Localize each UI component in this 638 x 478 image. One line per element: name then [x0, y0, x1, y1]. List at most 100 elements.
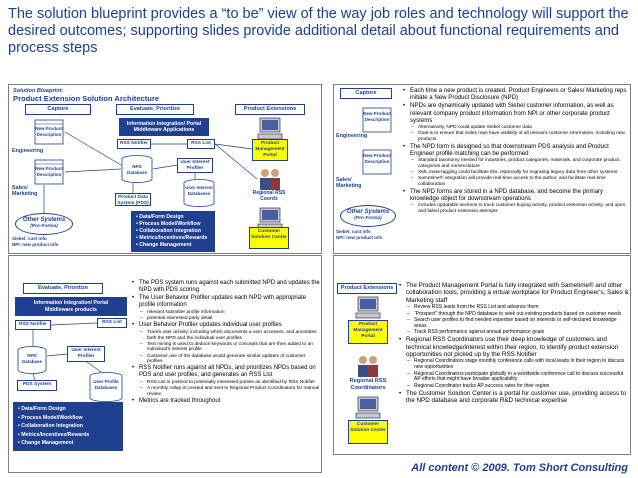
document-icon [34, 119, 64, 145]
features-box: • Data/Form Design • Process Model/Workf… [13, 402, 123, 451]
sub-bullet-item: Tracks user activity, including which do… [131, 330, 321, 341]
bullet-item: The PDS system runs against each submitt… [131, 280, 321, 294]
feature-item: • Change Management [136, 242, 192, 248]
user-interest-profiler-box: User Interest Profiler [177, 158, 213, 173]
sales-marketing-label: Sales/ Marketing [336, 177, 362, 189]
engineering-label: Engineering [12, 148, 44, 154]
feature-item: • Metrics/Incentives/Rewards [136, 235, 208, 241]
database-icon [121, 155, 153, 183]
npi-label: NPI: new product info [12, 242, 59, 247]
document-icon [362, 149, 392, 175]
regional-rss-coords-label: Regional RSS Coordinators [349, 378, 387, 391]
features-box: • Data/Form Design • Process Model/Workf… [131, 211, 215, 252]
sub-bullet-item: potential interested party detail [131, 316, 321, 322]
feature-item: • Collaboration Integration [136, 228, 201, 234]
feature-item: • Collaboration Integration [18, 423, 83, 429]
bullet-item: NPDs are dynamically updated with Siebel… [402, 102, 628, 124]
regional-rss-coords-label: Regional RSS Coords [252, 190, 286, 202]
bullet-item: The User Behavior Profiler updates each … [131, 295, 321, 309]
document-icon [34, 159, 64, 185]
feature-item: • Change Management [18, 440, 74, 446]
user-profile-databases-label: User Profile Databases [93, 379, 119, 390]
bullet-item: The NPD form is designed so that downstr… [402, 143, 628, 157]
people-icon [358, 356, 378, 377]
siebel-label: Siebel: cust info [336, 229, 371, 234]
rss-list-box: RSS List [187, 139, 215, 149]
evaluate-tag: Evaluate, Prioritize [116, 104, 194, 115]
engineering-label: Engineering [336, 133, 368, 139]
extensions-detail-panel: Product Extensions Product Management Po… [333, 255, 631, 455]
user-interest-databases-label: User Interest Databases [185, 185, 213, 196]
sub-bullet-item: Includes updatable sections to track cus… [402, 203, 628, 214]
sub-bullet-item: Goal is to ensure that Sales reps have v… [402, 131, 628, 142]
computer-icon [355, 396, 381, 419]
bullet-item: Each time a new product is created, Prod… [402, 87, 628, 101]
middleware-box: Information Integration/ Portal Middlewa… [15, 297, 127, 316]
capture-detail-panel: Capture New Product Description Engineer… [333, 84, 631, 254]
bullet-item: Regional RSS Coordinators use their deep… [398, 336, 630, 358]
document-icon [362, 107, 392, 133]
extensions-tag: Product Extensions [235, 104, 305, 115]
database-icon [17, 346, 47, 374]
feature-item: • Data/Form Design [18, 406, 66, 412]
database-icon [89, 372, 123, 402]
new-product-desc-label: New Product Description [363, 111, 391, 122]
bullet-item: The NPD forms are stored in a NPD databa… [402, 188, 628, 202]
capture-tag: Capture [340, 88, 392, 99]
slide-headline: The solution blueprint provides a “to be… [8, 6, 629, 56]
npd-database-label: NPD Database [21, 353, 42, 364]
sub-bullet-item: XML meta-tagging could facilitate this, … [402, 170, 628, 176]
sub-bullet-item: Sametime® integration will provide real-… [402, 176, 628, 187]
other-systems-ellipse: Other Systems (Pro-Forma) [340, 205, 396, 227]
feature-item: • Process Model/Workflow [18, 414, 83, 421]
sub-bullet-item: Track RSS performance against annual per… [398, 329, 630, 336]
customer-solution-center-box: Customer Solution Center [249, 227, 289, 249]
sub-bullet-item: “Prospect” through the NPD database to s… [398, 311, 630, 318]
people-icon [260, 169, 280, 190]
connector-lines [32, 322, 102, 381]
forms-label: (Pro-Forma) [354, 216, 382, 221]
sub-bullet-item: Customer use of the database would gener… [131, 354, 321, 365]
other-systems-label: Other Systems [346, 209, 390, 215]
rss-notifier-box: RSS Notifier [117, 139, 151, 149]
sub-bullet-item: Review RSS leads from the RSS List and a… [398, 304, 630, 311]
other-systems-label: Other Systems [22, 217, 66, 223]
sub-bullet-item: Regional Coordinators participate global… [398, 371, 630, 384]
feature-item: • Process Model/Workflow [136, 221, 201, 227]
evaluate-detail-panel: Evaluate, Prioritize Information Integra… [8, 255, 322, 473]
computer-icon [257, 207, 283, 230]
npd-database-label: NPD Database [126, 164, 147, 175]
npi-label: NPI: new product info [336, 235, 383, 240]
bullet-item: The Customer Solution Center is a portal… [398, 390, 630, 405]
sub-bullet-item: Text mining is used to deduce keywords o… [131, 342, 321, 353]
extensions-tag: Product Extensions [337, 283, 397, 294]
bullet-item: The Product Management Portal is fully i… [398, 282, 630, 304]
other-systems-ellipse: Other Systems (Pro-Forma) [15, 213, 73, 235]
sub-bullet-item: A monthly rollup is created and sent to … [131, 386, 321, 397]
evaluate-tag: Evaluate, Prioritize [23, 283, 103, 294]
pdm-portal-box: Product Management Portal [252, 139, 288, 161]
bullet-item: RSS Notifier runs against all NPDs, and … [131, 365, 321, 379]
rss-notifier-box: RSS Notifier [15, 320, 51, 330]
sub-bullet-item: RSS List is pushed to potentially intere… [131, 380, 321, 386]
siebel-label: Siebel: cust info [12, 236, 47, 241]
connector-lines [43, 131, 258, 213]
new-product-desc-label: New Product Description [35, 126, 63, 137]
diagram-title: Product Extension Solution Architecture [13, 94, 160, 103]
copyright-footer: All content © 2009. Tom Short Consulting [411, 462, 628, 474]
user-interest-profiler-box: User Interest Profiler [67, 346, 105, 362]
database-icon [183, 179, 215, 207]
pdm-portal-box: Product Management Portal [348, 320, 388, 344]
capture-tag: Capture [25, 104, 91, 115]
architecture-overview-panel: Solution Blueprint: Product Extension So… [8, 84, 322, 254]
new-product-desc-label: New Product Description [363, 153, 391, 164]
sub-bullet-item: Standard taxonomy needed for industries,… [402, 158, 628, 169]
customer-solution-center-box: Customer Solution Center [348, 420, 388, 444]
feature-item: • Metrics/Incentives/Rewards [18, 431, 90, 438]
forms-label: (Pro-Forma) [30, 224, 58, 229]
evaluate-bullets: The PDS system runs against each submitt… [131, 280, 321, 406]
computer-icon [355, 296, 381, 319]
new-product-desc-label: New Product Description [35, 166, 63, 177]
feature-item: • Data/Form Design [136, 214, 184, 220]
middleware-box: Information Integration/ Portal Middlewa… [119, 118, 209, 136]
